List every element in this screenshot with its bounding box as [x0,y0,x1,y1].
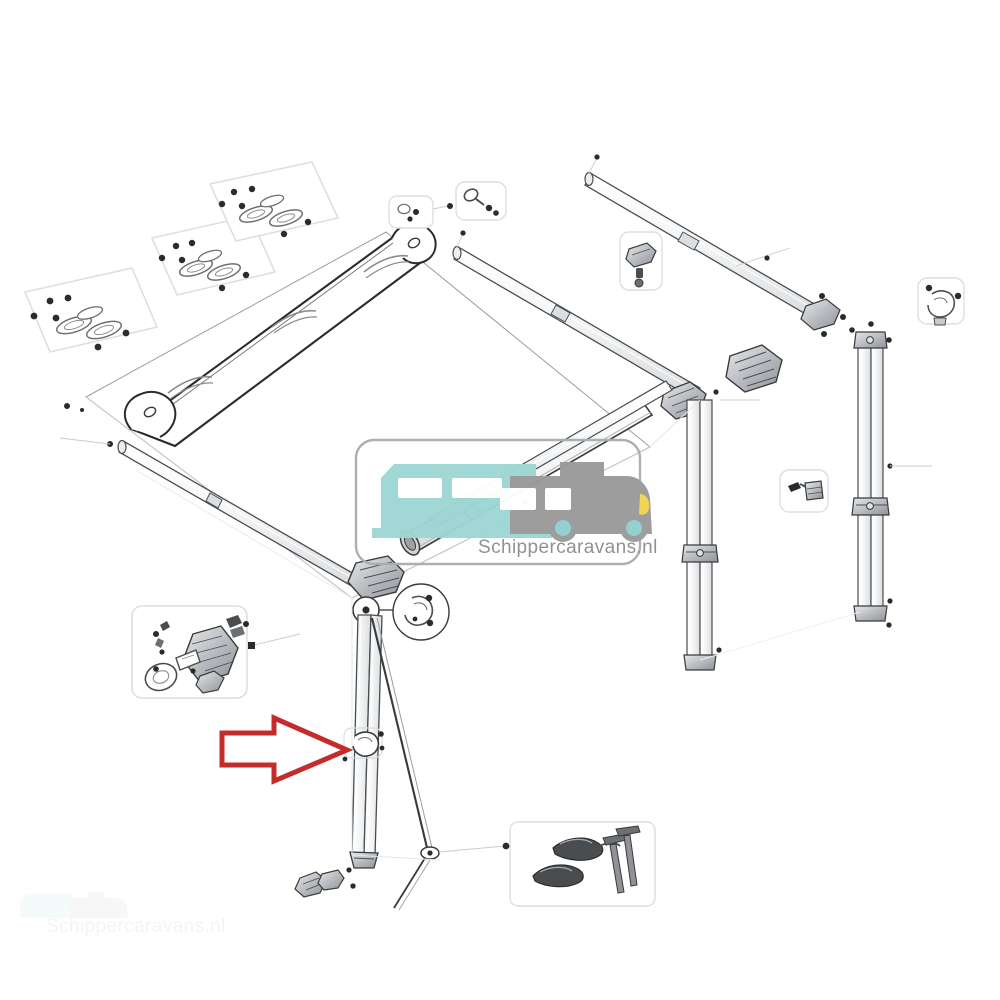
leg-rr-foot [853,598,893,628]
fabric-bracket-2b [273,316,318,334]
leg-clamp-knob[interactable] [342,727,385,762]
detail-box-clamp-top-right[interactable] [917,277,965,326]
rafter-arm-tr-highlight [590,178,827,317]
lead-rail-highlight [123,445,367,587]
locator-dot-rafter-middle [460,230,466,236]
tension-rafter-strut [370,617,506,911]
leg-rl-dot-top [713,389,719,395]
lead-rail-end-left [117,439,127,455]
locator-dot-fabric-left [64,403,70,409]
support-leg-rear-right [849,321,932,628]
tension-rafter-line-2 [376,617,434,853]
leg-rr-outer [857,339,872,613]
leg-rr-inner [870,339,884,613]
leg-rl-mid-clamp [681,544,719,563]
gear-kit-parts [144,615,249,694]
detail-box-bracket-3[interactable] [208,161,340,242]
detail-box-gear-kit[interactable] [131,605,301,699]
tension-rafter-tail-2 [398,859,431,911]
tension-rafter-line [370,617,430,853]
rafter-arm-tr-joint [677,231,700,251]
watermark-ghost-text: Schippercaravans.nl [46,916,226,937]
floating-knuckle-joint [725,344,783,393]
rafter-arm-middle-joint [550,304,571,323]
rafter-arm-tr-leader-top [588,159,597,174]
watermark-logo: Schippercaravans.nl [354,438,658,566]
caravan-silhouette [372,464,552,538]
van-silhouette [500,462,652,542]
rafter-arm-middle-highlight [458,252,699,393]
construction-lines [135,399,861,861]
rafter-arm-tr-leader-mid [735,247,791,267]
watermark-text: Schippercaravans.nl [478,537,658,558]
rafter-arm-top-right [584,154,846,337]
peg-parts [532,825,641,894]
locator-dot-rafter-tr-mid [764,255,770,261]
leg-front-pivot-hub [362,606,370,614]
leg-rr-top-knuckle [849,321,892,349]
fabric-bracket-1b [169,382,214,400]
rafter-arm-middle-leader [456,235,463,248]
bracket-parts-3 [218,185,312,238]
rafter-arm-tr-end [584,171,594,187]
leg-rl-outer [686,399,701,661]
lead-rail-joint [205,492,223,509]
fabric-bracket-2 [271,309,317,328]
roll-end-cap-right-hub [407,237,421,249]
leg-rr-mid-clamp [851,497,890,516]
red-callout-arrow [219,714,354,785]
leg-rl-inner [699,399,713,661]
roller-gearbox-bracket [347,555,405,601]
support-leg-rear-left [681,389,760,671]
tension-rafter-tail [393,857,426,909]
fabric-bracket-3 [363,254,409,273]
fabric-bracket-3b [365,261,410,279]
detail-box-pegs[interactable] [502,821,656,907]
gear-kit-leader [249,633,301,647]
detail-box-knob-right[interactable] [779,469,829,513]
rafter-arm-middle-end [452,245,462,261]
tension-rafter-ground-hub [427,850,433,856]
leg-rl-foot [683,647,722,671]
support-leg-front [342,583,450,889]
lead-rail-leader-line [59,437,111,445]
rafter-tr-knuckle [800,293,846,337]
loose-parts-bottom [294,869,356,898]
detail-circle-contents [404,594,434,627]
detail-box-rafter-clamp[interactable] [619,231,663,291]
detail-circle-callout[interactable] [392,583,450,641]
roll-end-cap-left-hub [143,406,157,418]
locator-dot-fabric-left-2 [80,408,84,412]
roller-lip-highlight [134,242,394,433]
leg-front-foot [346,851,379,889]
detail-box-bracket-1[interactable] [23,267,159,353]
bracket-parts-2 [158,239,250,292]
watermark-ghost: Schippercaravans.nl [20,892,226,937]
fabric-bracket-1 [167,375,213,394]
detail-box-fastener-screw[interactable] [455,181,507,221]
detail-box-fastener-small[interactable] [388,195,453,229]
bracket-parts-1 [30,294,130,351]
pegs-leader-dot [502,842,510,850]
tension-rafter-leader [438,845,506,853]
locator-dot-rafter-tr [594,154,600,160]
